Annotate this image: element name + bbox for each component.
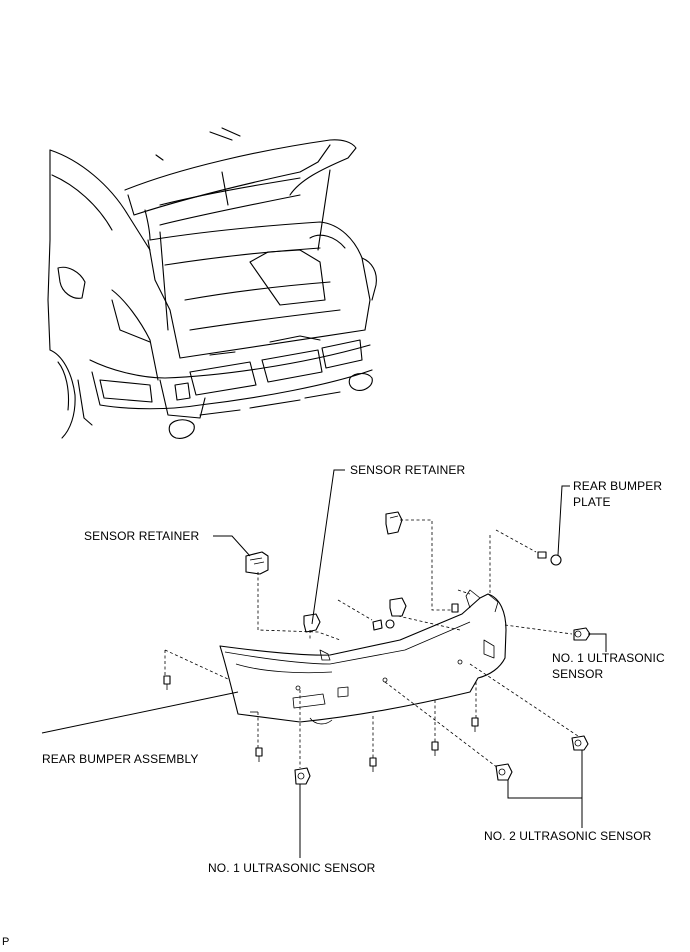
corner-mark: P [2,936,10,948]
label-leader-lines [41,469,607,858]
label-no2-ultrasonic-sensor: NO. 2 ULTRASONIC SENSOR [484,829,652,843]
vehicle-rear-illustration [47,127,377,439]
sensor-retainer-top-part [303,511,407,633]
assembly-guide-lines [164,519,579,769]
label-rear-bumper-plate-line1: REAR BUMPER [573,479,663,493]
label-rear-bumper-plate-line2: PLATE [573,495,611,509]
label-sensor-retainer-top: SENSOR RETAINER [350,463,466,477]
rear-bumper-assembly-part [219,589,507,725]
label-no1-ultrasonic-right-line2: SENSOR [552,667,604,681]
clips-and-screws [163,603,479,772]
rear-bumper-plate-part [537,551,562,566]
no2-ultrasonic-sensor-part [495,735,589,781]
label-no1-ultrasonic-right-line1: NO. 1 ULTRASONIC [552,651,665,665]
label-no1-ultrasonic-sensor-bottom: NO. 1 ULTRASONIC SENSOR [208,861,376,875]
sensor-retainer-left-part [245,551,269,575]
label-sensor-retainer-left: SENSOR RETAINER [84,529,200,543]
no1-ultrasonic-sensor-right-part [573,627,591,641]
no1-ultrasonic-sensor-bottom-part [294,767,311,785]
label-rear-bumper-assembly: REAR BUMPER ASSEMBLY [42,752,199,766]
